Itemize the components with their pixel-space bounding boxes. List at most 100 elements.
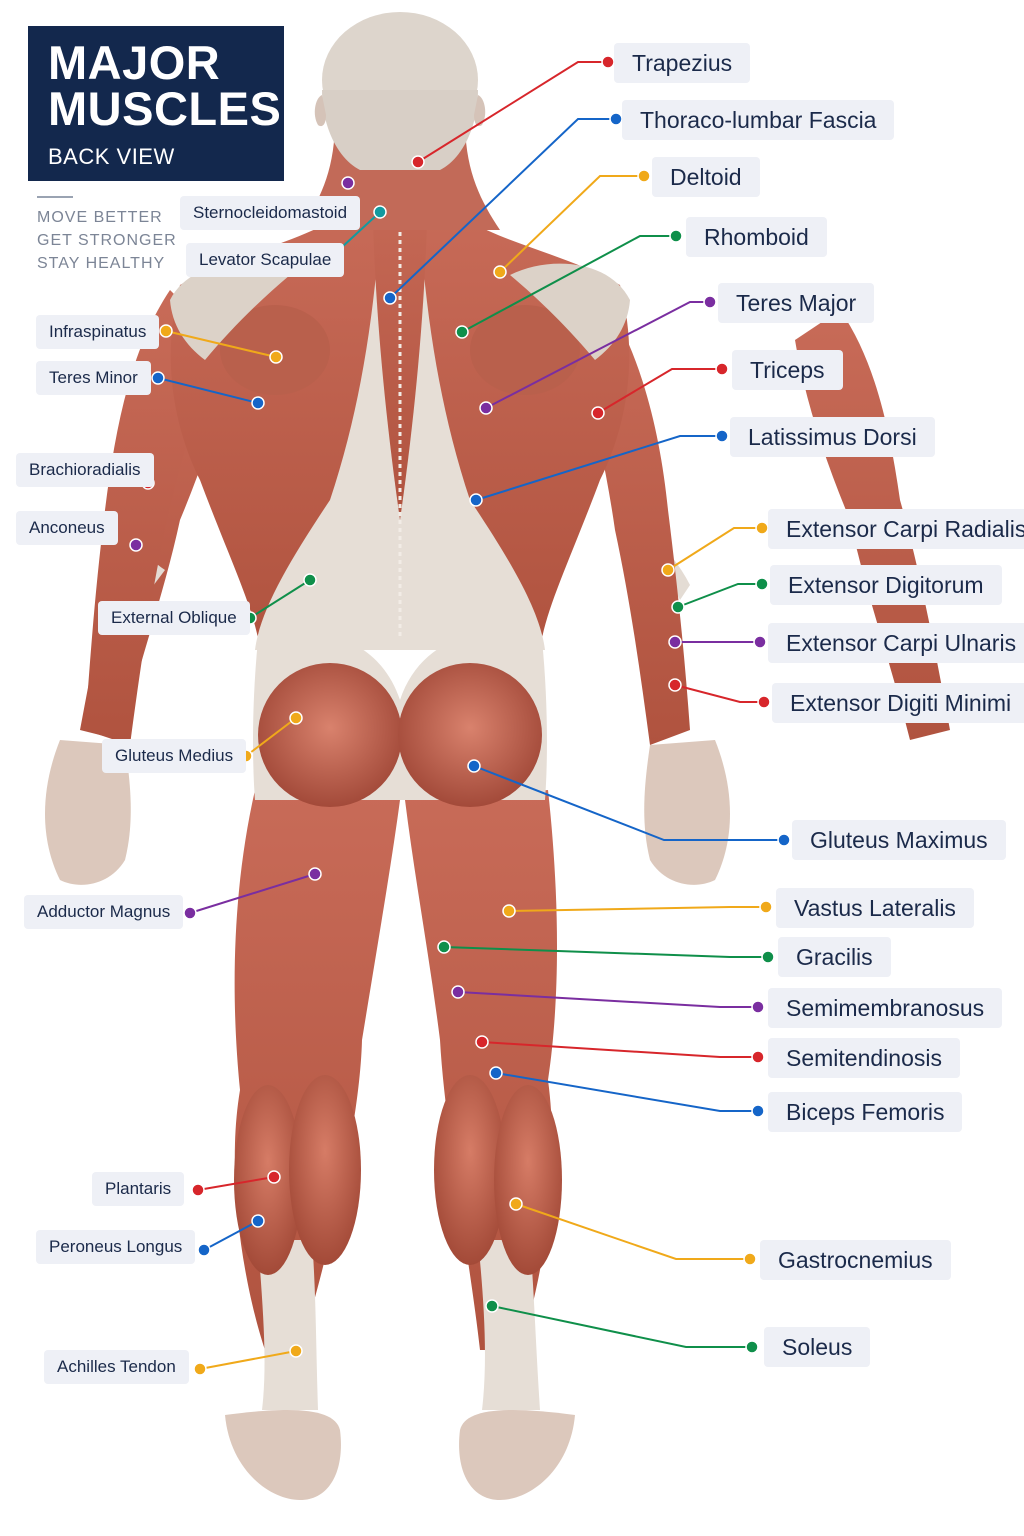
divider — [37, 196, 73, 198]
label-dot-gluteus-maximus — [777, 833, 791, 847]
anchor-dot-external-oblique — [303, 573, 317, 587]
label-gluteus-medius: Gluteus Medius — [102, 739, 247, 773]
label-dot-plantaris — [191, 1183, 205, 1197]
label-infraspinatus: Infraspinatus — [36, 315, 160, 349]
anchor-dot-teres-major — [479, 401, 493, 415]
label-gluteus-maximus: Gluteus Maximus — [792, 820, 1006, 860]
label-extensor-digitorum: Extensor Digitorum — [770, 565, 1002, 605]
label-semimembranosus: Semimembranosus — [768, 988, 1003, 1028]
anchor-dot-plantaris — [267, 1170, 281, 1184]
label-extensor-digiti-minimi: Extensor Digiti Minimi — [772, 683, 1024, 723]
label-rhomboid: Rhomboid — [686, 217, 827, 257]
label-dot-sternocleidomastoid — [341, 176, 355, 190]
leader-line-deltoid — [499, 175, 644, 273]
leader-line-soleus — [491, 1305, 752, 1348]
label-dot-infraspinatus — [159, 324, 173, 338]
label-dot-extensor-carpi-ulnaris — [753, 635, 767, 649]
label-teres-major: Teres Major — [718, 283, 875, 323]
leader-line-rhomboid — [461, 235, 676, 333]
leader-line-gluteus-maximus — [473, 765, 784, 841]
leader-line-gastrocnemius — [515, 1203, 750, 1260]
label-dot-adductor-magnus — [183, 906, 197, 920]
anchor-dot-extensor-carpi-radialis — [661, 563, 675, 577]
anchor-dot-levator-scapulae — [373, 205, 387, 219]
label-external-oblique: External Oblique — [98, 601, 250, 635]
torso — [170, 150, 630, 807]
leader-line-extensor-digiti-minimi — [674, 684, 764, 703]
anchor-dot-biceps-femoris — [489, 1066, 503, 1080]
label-dot-peroneus-longus — [197, 1243, 211, 1257]
label-dot-gastrocnemius — [743, 1252, 757, 1266]
leader-line-teres-major — [485, 301, 710, 409]
label-thoraco-lumbar-fascia: Thoraco-lumbar Fascia — [622, 100, 895, 140]
anchor-dot-soleus — [485, 1299, 499, 1313]
anchor-dot-extensor-carpi-ulnaris — [668, 635, 682, 649]
leader-line-semitendinosis — [481, 1041, 758, 1058]
anchor-dot-gluteus-medius — [289, 711, 303, 725]
label-dot-deltoid — [637, 169, 651, 183]
label-gracilis: Gracilis — [778, 937, 891, 977]
label-trapezius: Trapezius — [614, 43, 751, 83]
leader-line-gracilis — [443, 946, 768, 958]
label-semitendinosis: Semitendinosis — [768, 1038, 960, 1078]
anchor-dot-deltoid — [493, 265, 507, 279]
label-dot-trapezius — [601, 55, 615, 69]
label-dot-semitendinosis — [751, 1050, 765, 1064]
label-dot-semimembranosus — [751, 1000, 765, 1014]
anchor-dot-peroneus-longus — [251, 1214, 265, 1228]
label-biceps-femoris: Biceps Femoris — [768, 1092, 963, 1132]
anchor-dot-extensor-digiti-minimi — [668, 678, 682, 692]
anchor-dot-thoraco-lumbar-fascia — [383, 291, 397, 305]
label-extensor-carpi-radialis: Extensor Carpi Radialis — [768, 509, 1024, 549]
anchor-dot-semimembranosus — [451, 985, 465, 999]
label-soleus: Soleus — [764, 1327, 871, 1367]
anchor-dot-extensor-digitorum — [671, 600, 685, 614]
label-dot-achilles-tendon — [193, 1362, 207, 1376]
anchor-dot-triceps — [591, 406, 605, 420]
label-gastrocnemius: Gastrocnemius — [760, 1240, 951, 1280]
leader-line-trapezius — [417, 61, 608, 163]
anchor-dot-teres-minor — [251, 396, 265, 410]
label-dot-biceps-femoris — [751, 1104, 765, 1118]
label-dot-extensor-carpi-radialis — [755, 521, 769, 535]
label-peroneus-longus: Peroneus Longus — [36, 1230, 196, 1264]
label-dot-extensor-digiti-minimi — [757, 695, 771, 709]
leader-line-infraspinatus — [165, 330, 277, 358]
title-block: MAJOR MUSCLES BACK VIEW — [28, 26, 284, 181]
leader-line-teres-minor — [157, 377, 259, 404]
label-dot-vastus-lateralis — [759, 900, 773, 914]
label-sternocleidomastoid: Sternocleidomastoid — [180, 196, 361, 230]
leader-line-external-oblique — [249, 579, 311, 619]
label-vastus-lateralis: Vastus Lateralis — [776, 888, 974, 928]
label-extensor-carpi-ulnaris: Extensor Carpi Ulnaris — [768, 623, 1024, 663]
label-triceps: Triceps — [732, 350, 843, 390]
anchor-dot-rhomboid — [455, 325, 469, 339]
anchor-dot-semitendinosis — [475, 1035, 489, 1049]
anchor-dot-infraspinatus — [269, 350, 283, 364]
title-line-2: MUSCLES — [48, 82, 282, 135]
leader-line-peroneus-longus — [203, 1220, 259, 1251]
anchor-dot-latissimus-dorsi — [469, 493, 483, 507]
leader-line-extensor-carpi-radialis — [667, 527, 762, 571]
anchor-dot-vastus-lateralis — [502, 904, 516, 918]
label-dot-latissimus-dorsi — [715, 429, 729, 443]
label-deltoid: Deltoid — [652, 157, 760, 197]
leader-line-adductor-magnus — [189, 873, 316, 914]
leader-line-plantaris — [197, 1176, 275, 1191]
label-brachioradialis: Brachioradialis — [16, 453, 154, 487]
label-teres-minor: Teres Minor — [36, 361, 151, 395]
leader-line-vastus-lateralis — [508, 906, 766, 912]
leader-line-extensor-digitorum — [677, 583, 762, 608]
label-adductor-magnus: Adductor Magnus — [24, 895, 184, 929]
label-dot-teres-minor — [151, 371, 165, 385]
anchor-dot-adductor-magnus — [308, 867, 322, 881]
label-dot-anconeus — [129, 538, 143, 552]
anchor-dot-gluteus-maximus — [467, 759, 481, 773]
label-plantaris: Plantaris — [92, 1172, 185, 1206]
anchor-dot-achilles-tendon — [289, 1344, 303, 1358]
leader-line-gluteus-medius — [245, 717, 297, 757]
leader-line-triceps — [597, 368, 722, 414]
label-dot-extensor-digitorum — [755, 577, 769, 591]
tagline-2: GET STRONGER — [37, 232, 177, 249]
